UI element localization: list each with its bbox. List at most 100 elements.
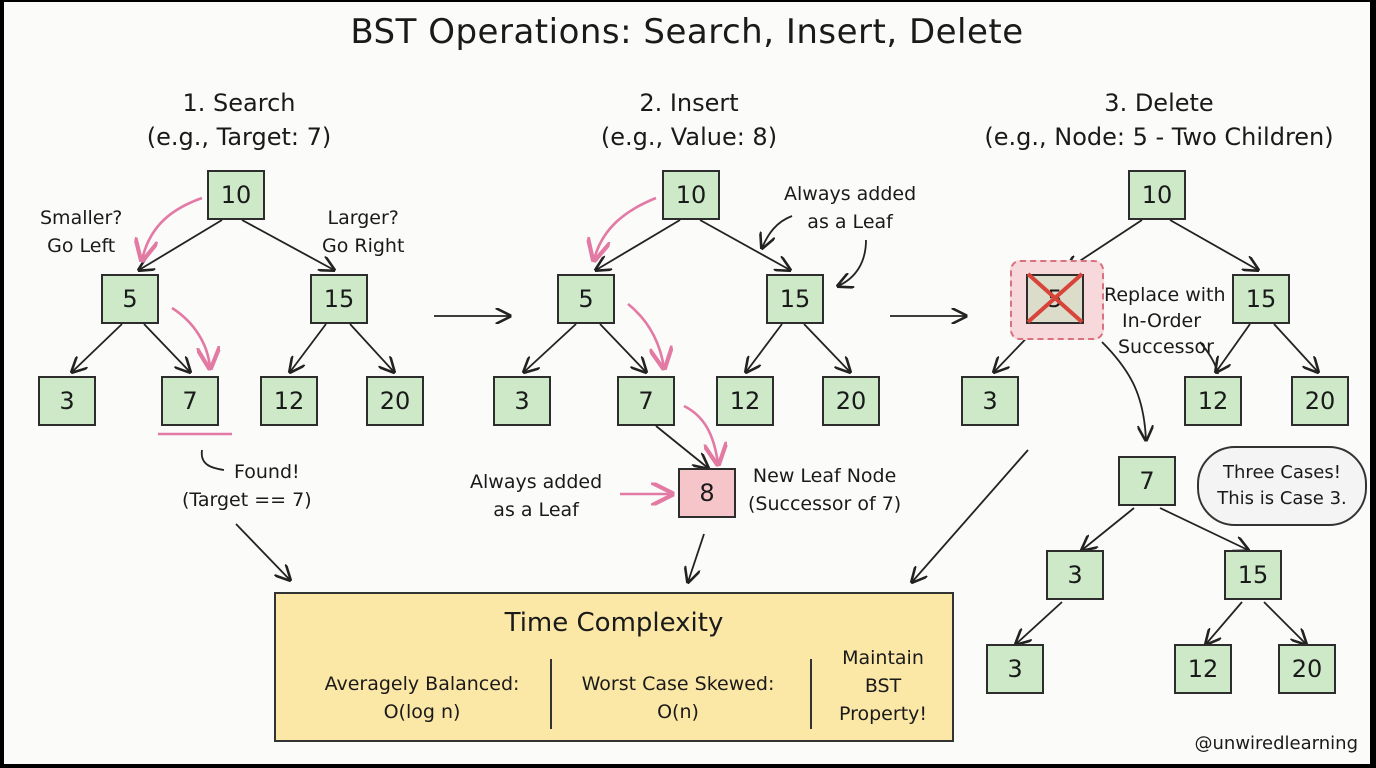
time-complexity-title: Time Complexity xyxy=(504,608,724,638)
insert-section-title: 2. Insert (e.g., Value: 8) xyxy=(564,86,814,154)
complexity-maintain: Maintain BST Property! xyxy=(816,644,950,728)
search-found-line2: (Target == 7) xyxy=(182,489,312,511)
delete-note-replace: Replace with In-Order Successor xyxy=(1104,282,1226,360)
edge-insert-15-12 xyxy=(746,323,783,372)
delete-note-replace-line1: Replace with xyxy=(1104,284,1226,306)
edge-insert-5-7 xyxy=(599,323,646,372)
insert-note-top-line2: as a Leaf xyxy=(807,211,893,233)
insert-note-top: Always added as a Leaf xyxy=(784,180,916,236)
edge-search-10-15 xyxy=(241,219,334,270)
edge-insert-15-20 xyxy=(803,323,850,372)
three-cases-cloud: Three Cases! This is Case 3. xyxy=(1197,446,1367,526)
search-section-title: 1. Search (e.g., Target: 7) xyxy=(104,86,374,154)
result-node-3-leaf: 3 xyxy=(986,644,1044,694)
cloud-line2: This is Case 3. xyxy=(1217,488,1347,509)
insert-note-left-line2: as a Leaf xyxy=(493,499,579,521)
delete-node-10: 10 xyxy=(1128,170,1186,220)
result-node-7: 7 xyxy=(1118,456,1176,506)
complexity-skewed-label: Worst Case Skewed: xyxy=(581,673,775,695)
edge-search-5-3 xyxy=(72,323,123,372)
search-node-7: 7 xyxy=(161,376,219,426)
path-search-root-left xyxy=(142,196,203,260)
insert-node-10: 10 xyxy=(662,170,720,220)
pointer-found xyxy=(200,449,225,471)
delete-node-20: 20 xyxy=(1291,376,1349,426)
insert-title: 2. Insert xyxy=(639,89,739,117)
insert-note-new-line1: New Leaf Node xyxy=(752,465,897,487)
arrow-search-to-complexity xyxy=(235,523,290,580)
delete-note-replace-line3: Successor xyxy=(1118,336,1214,358)
watermark: @unwiredlearning xyxy=(1194,733,1358,754)
page-title: BST Operations: Search, Insert, Delete xyxy=(350,12,1024,52)
insert-subtitle: (e.g., Value: 8) xyxy=(600,123,778,151)
arrow-insert-to-complexity xyxy=(688,533,705,582)
delete-subtitle: (e.g., Node: 5 - Two Children) xyxy=(984,123,1334,151)
path-insert-root-left xyxy=(594,196,657,260)
result-node-20: 20 xyxy=(1278,644,1336,694)
delete-section-title: 3. Delete (e.g., Node: 5 - Two Children) xyxy=(964,86,1354,154)
edge-insert-5-3 xyxy=(524,323,577,372)
search-note-left: Smaller? Go Left xyxy=(40,204,122,260)
edge-search-15-12 xyxy=(290,323,327,372)
search-note-right-line2: Go Right xyxy=(322,235,405,257)
edge-result-15-20 xyxy=(1263,601,1306,644)
complexity-balanced-value: O(log n) xyxy=(383,701,461,723)
complexity-maintain-line1: Maintain xyxy=(842,647,924,669)
delete-node-12: 12 xyxy=(1184,376,1242,426)
complexity-balanced: Averagely Balanced: O(log n) xyxy=(298,670,546,726)
pointer-insert-right xyxy=(838,239,867,286)
deleted-node-highlight xyxy=(1010,260,1104,340)
insert-note-new-leaf: New Leaf Node (Successor of 7) xyxy=(748,462,901,518)
complexity-balanced-label: Averagely Balanced: xyxy=(324,673,520,695)
path-insert-right-new xyxy=(683,404,718,464)
insert-node-20: 20 xyxy=(822,376,880,426)
search-found-line1: Found! xyxy=(233,461,300,483)
insert-new-node-8: 8 xyxy=(678,468,736,518)
insert-note-left-line1: Always added xyxy=(470,471,603,493)
edge-delete-15-12 xyxy=(1216,323,1251,372)
search-note-left-line2: Go Left xyxy=(47,235,116,257)
result-node-15: 15 xyxy=(1224,550,1282,600)
edge-delete-15-20 xyxy=(1273,323,1318,372)
pointer-insert-top xyxy=(762,215,793,248)
search-note-right-line1: Larger? xyxy=(327,207,399,229)
edge-search-10-5 xyxy=(139,219,223,270)
search-node-5: 5 xyxy=(101,274,159,324)
complexity-divider-1 xyxy=(550,659,552,729)
insert-node-7: 7 xyxy=(617,376,675,426)
search-node-12: 12 xyxy=(260,376,318,426)
delete-note-replace-line2: In-Order xyxy=(1122,310,1202,332)
time-complexity-box: Time Complexity Averagely Balanced: O(lo… xyxy=(274,592,954,742)
edge-search-15-20 xyxy=(349,323,394,372)
arrow-to-result-tree xyxy=(1101,341,1146,440)
complexity-divider-2 xyxy=(810,659,812,729)
search-node-3: 3 xyxy=(38,376,96,426)
path-insert-left-right xyxy=(627,302,664,368)
search-found-note: Found! (Target == 7) xyxy=(182,458,312,514)
search-node-15: 15 xyxy=(310,274,368,324)
edge-result-3-3 xyxy=(1016,601,1063,644)
complexity-maintain-line3: Property! xyxy=(838,703,927,725)
insert-node-15: 15 xyxy=(766,274,824,324)
diagram-canvas: BST Operations: Search, Insert, Delete 1… xyxy=(4,2,1370,764)
arrow-delete-to-complexity xyxy=(912,449,1029,582)
path-search-left-right xyxy=(171,306,210,368)
complexity-maintain-line2: BST xyxy=(864,675,902,697)
search-title: 1. Search xyxy=(182,89,296,117)
edge-result-7-15 xyxy=(1159,507,1248,550)
edge-insert-10-5 xyxy=(596,219,681,270)
edge-result-15-12 xyxy=(1206,601,1243,644)
delete-title: 3. Delete xyxy=(1104,89,1214,117)
insert-node-12: 12 xyxy=(716,376,774,426)
delete-node-3: 3 xyxy=(961,376,1019,426)
cloud-line1: Three Cases! xyxy=(1223,462,1341,483)
complexity-skewed-value: O(n) xyxy=(657,701,699,723)
delete-node-15: 15 xyxy=(1232,274,1290,324)
insert-node-3: 3 xyxy=(493,376,551,426)
edge-search-5-7 xyxy=(143,323,190,372)
search-subtitle: (e.g., Target: 7) xyxy=(146,123,332,151)
edge-delete-10-15 xyxy=(1169,219,1258,270)
insert-note-new-line2: (Successor of 7) xyxy=(748,493,902,515)
insert-note-top-line1: Always added xyxy=(784,183,917,205)
insert-note-left: Always added as a Leaf xyxy=(470,468,602,524)
